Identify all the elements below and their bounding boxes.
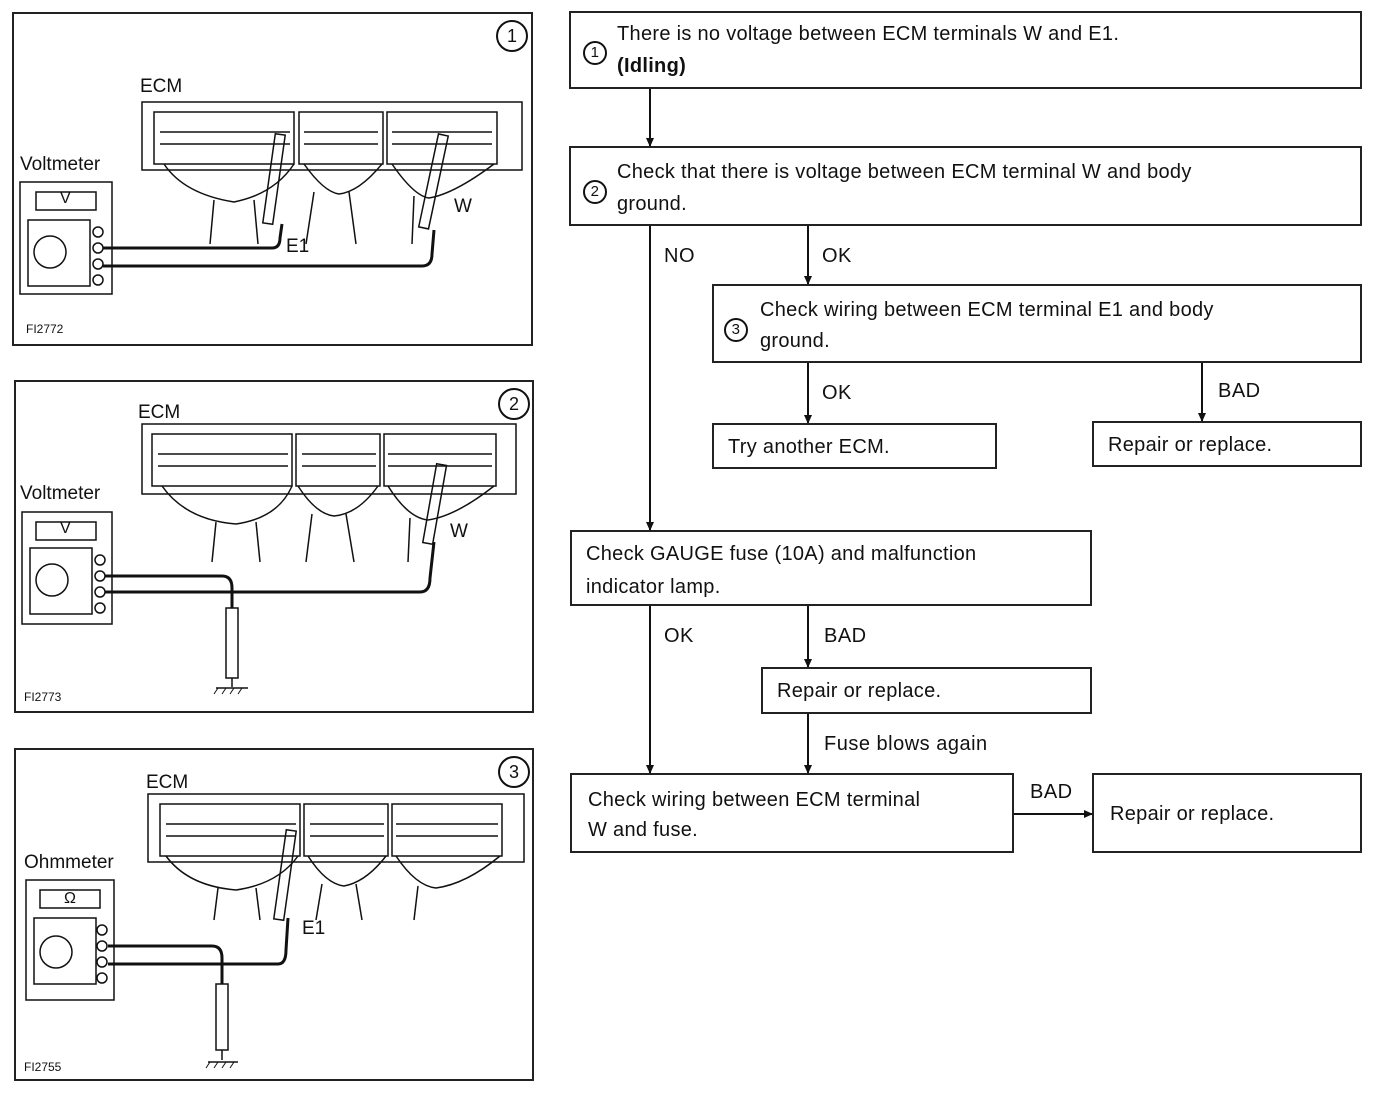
terminal-w-label: W	[450, 521, 468, 542]
figure-number: FI2773	[24, 690, 62, 704]
ohmmeter-body	[25, 879, 115, 1001]
wiring-text-line2: W and fuse.	[588, 819, 699, 841]
repair-box-3: Repair or replace.	[1092, 773, 1362, 853]
label-bad-wiring: BAD	[1030, 781, 1073, 803]
repair-box-1: Repair or replace.	[1092, 421, 1362, 467]
label-fuse-blows-again: Fuse blows again	[824, 733, 988, 755]
meter-symbol: V	[60, 520, 71, 537]
ecm-body	[141, 423, 517, 495]
gauge-fuse-box: Check GAUGE fuse (10A) and malfunction i…	[570, 530, 1092, 606]
connector-b	[298, 111, 384, 165]
panel-3-drawing	[25, 793, 525, 1069]
meter-label: Voltmeter	[20, 483, 101, 504]
gauge-text-line1: Check GAUGE fuse (10A) and malfunction	[586, 543, 977, 565]
panel-3-number: 3	[498, 756, 530, 788]
meter-label: Voltmeter	[20, 154, 101, 175]
voltmeter-body	[19, 181, 113, 295]
terminal-e1-label: E1	[286, 236, 310, 257]
terminal-e1-label: E1	[302, 918, 326, 939]
wiring-w-fuse-box: Check wiring between ECM terminal W and …	[570, 773, 1014, 853]
figure-number: FI2772	[26, 322, 64, 336]
label-ok-gauge: OK	[664, 625, 694, 647]
try-another-ecm-box: Try another ECM.	[712, 423, 997, 469]
step3-number: 3	[724, 318, 748, 342]
ecm-body	[141, 101, 523, 171]
panel-2-number: 2	[498, 388, 530, 420]
step1-condition: (Idling)	[617, 55, 687, 77]
lead-positive	[103, 229, 436, 268]
step2-number: 2	[583, 180, 607, 204]
label-bad-step3: BAD	[1218, 380, 1261, 402]
repair-text-1: Repair or replace.	[1108, 434, 1273, 456]
harness-c	[391, 163, 495, 199]
try-another-ecm-text: Try another ECM.	[728, 436, 890, 458]
meter-symbol: Ω	[64, 890, 76, 907]
ecm-body	[147, 793, 525, 863]
label-no: NO	[664, 245, 695, 267]
step3-text-line2: ground.	[760, 330, 830, 352]
lead-positive	[105, 541, 436, 594]
lead-negative	[105, 574, 234, 608]
diagram-panel-2: 2 ECM Voltmeter V W FI2773	[14, 380, 534, 713]
meter-label: Ohmmeter	[24, 852, 114, 873]
meter-symbol: V	[60, 190, 71, 207]
step1-text: There is no voltage between ECM terminal…	[617, 23, 1120, 45]
ecm-label: ECM	[146, 772, 189, 793]
ecm-label: ECM	[140, 76, 183, 97]
step1-number: 1	[583, 41, 607, 65]
diagram-panel-3: 3 ECM Ohmmeter Ω E1 FI2755	[14, 748, 534, 1081]
voltmeter-body	[21, 511, 113, 625]
lead-negative	[108, 944, 224, 984]
step2-text-line2: ground.	[617, 193, 687, 215]
ecm-label: ECM	[138, 402, 181, 423]
figure-number: FI2755	[24, 1060, 62, 1074]
repair-box-2: Repair or replace.	[761, 667, 1092, 714]
repair-text-2: Repair or replace.	[777, 680, 942, 702]
lead-negative	[103, 223, 284, 250]
step3-text-line1: Check wiring between ECM terminal E1 and…	[760, 299, 1214, 321]
step1-box: 1 There is no voltage between ECM termin…	[569, 11, 1362, 89]
terminal-w-label: W	[454, 196, 472, 217]
connector-a	[153, 111, 295, 165]
panel-2-drawing	[21, 423, 517, 695]
step2-text-line1: Check that there is voltage between ECM …	[617, 161, 1192, 183]
panel-1-drawing	[19, 101, 523, 295]
harness-b	[303, 163, 383, 195]
gauge-text-line2: indicator lamp.	[586, 576, 721, 598]
label-ok-step3: OK	[822, 382, 852, 404]
diagram-panel-1: 1 ECM Voltmeter V E1 W FI2772	[12, 12, 533, 346]
lead-positive	[108, 917, 290, 966]
panel-1-number: 1	[496, 20, 528, 52]
label-bad-gauge: BAD	[824, 625, 867, 647]
label-ok-step2: OK	[822, 245, 852, 267]
step3-box: 3 Check wiring between ECM terminal E1 a…	[712, 284, 1362, 363]
step2-box: 2 Check that there is voltage between EC…	[569, 146, 1362, 226]
wiring-text-line1: Check wiring between ECM terminal	[588, 789, 921, 811]
repair-text-3: Repair or replace.	[1110, 803, 1275, 825]
